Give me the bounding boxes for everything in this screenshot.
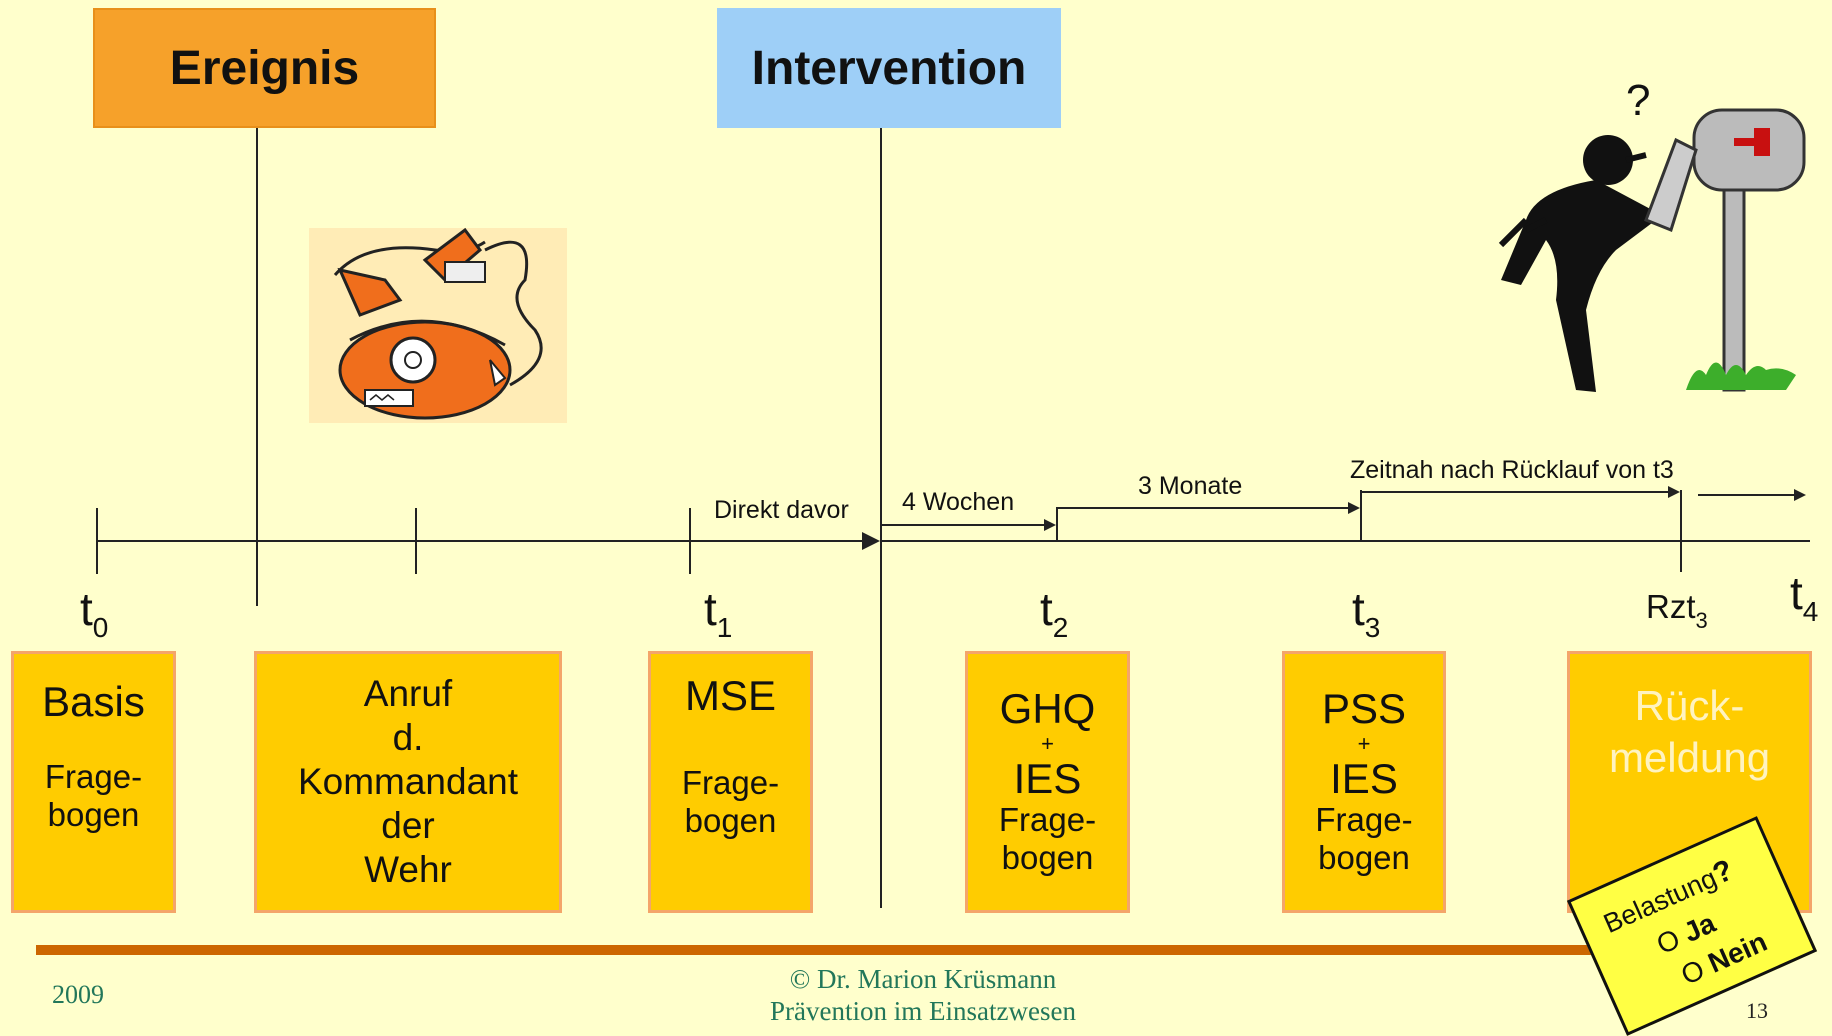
box-mse: MSE Frage- bogen (648, 651, 813, 913)
timepoint-t4-sub: 4 (1802, 596, 1819, 627)
stamp-yes-radio: O (1651, 922, 1685, 961)
timepoint-t3: t3 (1352, 582, 1380, 644)
footer-copyright: © Dr. Marion Krüsmann (789, 964, 1057, 994)
tick-rzt3 (1680, 490, 1682, 572)
box-ghq-title: GHQ (999, 685, 1096, 732)
timepoint-t2-sub: 2 (1052, 612, 1069, 643)
box-basis: Basis Frage- bogen (11, 651, 176, 913)
box-pss-title2: IES (1330, 755, 1398, 802)
box-pss: PSS + IES Frage- bogen (1282, 651, 1446, 913)
box-mse-title: MSE (684, 672, 776, 719)
box-ghq-plus: + (1041, 731, 1054, 756)
box-ghq: GHQ + IES Frage- bogen (965, 651, 1130, 913)
timepoint-rzt3: Rzt3 (1646, 588, 1708, 634)
label-directly-before: Direkt davor (714, 496, 849, 524)
box-ghq-sub1: Frage- (998, 801, 1097, 838)
box-mse-sub2: bogen (684, 802, 777, 839)
box-basis-sub1: Frage- (44, 758, 143, 795)
box-pss-sub2: bogen (1318, 839, 1410, 876)
tick-t3 (1360, 490, 1362, 540)
tick-t1 (689, 508, 691, 574)
footer-bar (36, 945, 1676, 955)
timepoint-rzt3-main: Rzt (1646, 588, 1696, 625)
stamp-no-radio: O (1676, 953, 1709, 991)
box-mse-sub1: Frage- (681, 764, 780, 801)
timepoint-t0-main: t (80, 583, 93, 635)
main-timeline-right (880, 540, 1810, 542)
event-header-label: Ereignis (169, 41, 360, 95)
box-basis-title: Basis (42, 678, 145, 725)
footer-year: 2009 (52, 980, 104, 1009)
svg-text:?: ? (1626, 76, 1650, 125)
label-four-weeks: 4 Wochen (902, 488, 1015, 516)
timepoint-t1-sub: 1 (716, 612, 733, 643)
box-call-l5: Wehr (364, 849, 452, 890)
box-ghq-title2: IES (1013, 755, 1082, 802)
box-call-l2: d. (392, 717, 424, 758)
main-timeline (96, 540, 876, 542)
mailbox-figure-icon: ? (1498, 76, 1806, 392)
box-feedback-l1: Rück- (1634, 682, 1745, 729)
timepoint-t1-main: t (704, 583, 717, 635)
tick-extra (415, 508, 417, 574)
box-pss-sub1: Frage- (1315, 801, 1413, 838)
event-vertical-line (256, 128, 258, 606)
timepoint-t4: t4 (1790, 566, 1818, 628)
box-pss-plus: + (1357, 731, 1371, 756)
intervention-vertical-line (880, 128, 882, 908)
box-ghq-sub2: bogen (1001, 839, 1094, 876)
timepoint-t0-sub: 0 (92, 612, 109, 643)
footer-subtitle: Prävention im Einsatzwesen (770, 996, 1076, 1026)
box-call: Anruf d. Kommandant der Wehr (254, 651, 562, 913)
intervention-header: Intervention (717, 8, 1061, 128)
timeline-arrowhead (862, 532, 880, 550)
timepoint-t0: t0 (80, 582, 108, 644)
footer-page-number: 13 (1746, 998, 1768, 1023)
timepoint-t3-sub: 3 (1364, 612, 1381, 643)
timepoint-t1: t1 (704, 582, 732, 644)
intervention-header-label: Intervention (751, 41, 1027, 95)
timepoint-t2: t2 (1040, 582, 1068, 644)
event-header: Ereignis (93, 8, 436, 128)
stamp-yes-label: Ja (1678, 907, 1720, 949)
timepoint-t4-main: t (1790, 567, 1803, 619)
timepoint-t3-main: t (1352, 583, 1365, 635)
tick-t0 (96, 508, 98, 574)
label-three-months: 3 Monate (1138, 472, 1243, 500)
label-after-return: Zeitnah nach Rücklauf von t3 (1350, 456, 1674, 484)
box-call-l3: Kommandant (297, 761, 519, 802)
box-pss-title: PSS (1321, 685, 1407, 732)
box-basis-sub2: bogen (47, 796, 140, 833)
box-call-l1: Anruf (363, 673, 453, 714)
timepoint-t2-main: t (1040, 583, 1053, 635)
tick-t2 (1056, 508, 1058, 540)
telephone-icon (309, 227, 567, 423)
box-feedback-l2: meldung (1608, 734, 1771, 781)
box-call-l4: der (381, 805, 435, 846)
timepoint-rzt3-sub: 3 (1695, 608, 1708, 633)
